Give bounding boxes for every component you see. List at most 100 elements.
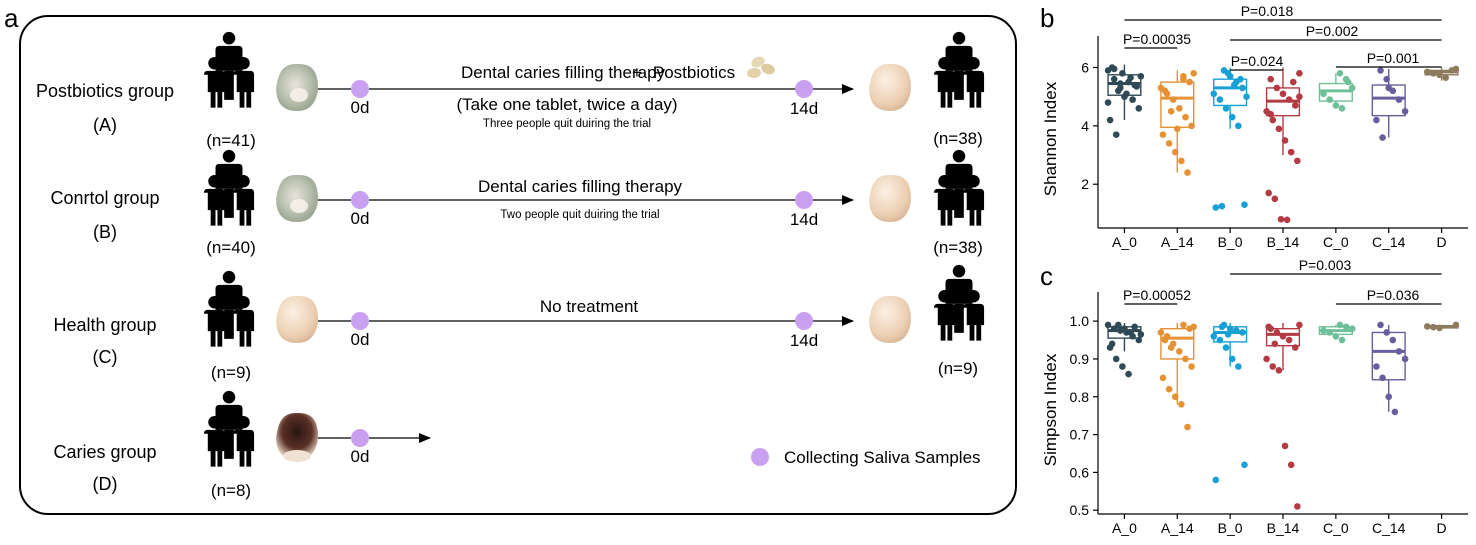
p-value-label: P=0.00035 xyxy=(1123,31,1191,47)
tooth-shape xyxy=(869,295,911,343)
data-point xyxy=(1135,105,1143,112)
group-code: (C) xyxy=(93,347,118,367)
data-point xyxy=(1218,323,1226,331)
group-code: (B) xyxy=(93,222,117,242)
data-point xyxy=(1289,78,1297,86)
tooth-icon xyxy=(276,295,318,343)
data-point xyxy=(1112,131,1120,138)
significance-bracket: P=0.036 xyxy=(1335,287,1442,305)
panel-letter: b xyxy=(1040,3,1054,33)
data-point xyxy=(1373,116,1380,124)
data-point xyxy=(1165,140,1173,147)
panel-letter: c xyxy=(1040,261,1053,291)
x-tick-label: C_0 xyxy=(1323,234,1349,250)
x-tick-label: B_14 xyxy=(1267,520,1300,536)
p-value-label: P=0.036 xyxy=(1367,287,1420,303)
data-point xyxy=(1161,336,1169,344)
dropout-note: Two people quit duiring the trial xyxy=(500,209,659,221)
data-point xyxy=(1377,67,1384,74)
data-point xyxy=(1182,355,1189,363)
data-point xyxy=(1114,321,1122,329)
p-value-label: P=0.002 xyxy=(1306,23,1359,39)
data-point xyxy=(1178,401,1185,408)
data-point xyxy=(1228,355,1236,363)
data-point xyxy=(1436,324,1443,332)
postbiotic-tablets-icon xyxy=(747,56,775,79)
data-point xyxy=(1131,323,1138,331)
data-point xyxy=(1383,75,1390,83)
day-0-label: 0d xyxy=(351,98,370,117)
day-0-label: 0d xyxy=(351,209,370,228)
data-point xyxy=(1285,96,1293,103)
data-point xyxy=(1165,385,1173,393)
day-0-label: 0d xyxy=(351,330,370,349)
x-tick-label: A_0 xyxy=(1112,520,1137,536)
data-point xyxy=(1241,461,1248,469)
sample-dot-0d xyxy=(351,312,369,330)
tooth-filling xyxy=(290,88,308,102)
group-row-d: Caries group(D)(n=8)0d xyxy=(53,429,431,500)
p-value-label: P=0.001 xyxy=(1367,50,1420,66)
data-point xyxy=(1342,323,1350,331)
data-point xyxy=(1269,363,1277,370)
group-code: (A) xyxy=(93,115,117,135)
sample-dot-14d xyxy=(795,312,813,330)
data-point xyxy=(1157,329,1165,336)
data-point xyxy=(1391,408,1399,416)
data-point xyxy=(1108,340,1116,348)
data-point xyxy=(1230,81,1238,89)
tablet xyxy=(747,67,761,79)
data-point xyxy=(1235,122,1242,130)
data-point xyxy=(1287,148,1295,156)
data-point xyxy=(1212,204,1220,211)
data-point xyxy=(1401,355,1409,363)
sample-dot-0d xyxy=(351,80,369,98)
treatment-label: Dental caries filling therapy xyxy=(461,63,666,82)
data-point xyxy=(1279,90,1287,98)
box-A_14 xyxy=(1160,70,1195,173)
tooth-shape xyxy=(276,174,318,222)
data-point xyxy=(1430,70,1437,77)
data-point xyxy=(1173,125,1181,133)
tablet xyxy=(761,63,775,75)
data-point xyxy=(1332,332,1340,340)
data-point xyxy=(1320,327,1327,334)
panel-letter-a: a xyxy=(4,3,19,33)
data-point xyxy=(1171,393,1179,401)
data-point xyxy=(1188,122,1195,130)
data-point xyxy=(1279,332,1287,340)
data-point xyxy=(1137,72,1145,80)
n-start: (n=40) xyxy=(206,238,256,257)
data-point xyxy=(1395,96,1403,103)
significance-bracket: P=0.002 xyxy=(1230,23,1442,41)
data-point xyxy=(1239,329,1246,336)
data-point xyxy=(1332,102,1340,109)
data-point xyxy=(1336,70,1344,77)
data-point xyxy=(1117,80,1124,87)
data-point xyxy=(1294,157,1301,165)
data-point xyxy=(1167,107,1175,115)
data-point xyxy=(1377,321,1384,329)
data-point xyxy=(1167,344,1175,351)
data-point xyxy=(1291,102,1299,109)
p-value-label: P=0.018 xyxy=(1241,3,1294,19)
significance-bracket: P=0.018 xyxy=(1124,3,1442,21)
data-point xyxy=(1423,323,1431,330)
data-point xyxy=(1184,423,1191,431)
y-axis-label: Simpson Index xyxy=(1041,353,1060,466)
data-point xyxy=(1190,70,1197,77)
significance-bracket: P=0.00052 xyxy=(1123,287,1191,305)
data-point xyxy=(1180,75,1187,83)
data-point xyxy=(1224,331,1232,338)
box-body xyxy=(1371,331,1406,381)
tooth-icon xyxy=(276,412,318,462)
data-point xyxy=(1110,65,1118,73)
y-axis-label: Shannon Index xyxy=(1041,81,1060,196)
n-end: (n=38) xyxy=(933,238,983,257)
data-point xyxy=(1186,78,1193,86)
significance-bracket: P=0.003 xyxy=(1230,257,1442,275)
data-point xyxy=(1159,131,1167,138)
data-point xyxy=(1326,329,1334,336)
people-group-icon xyxy=(933,264,985,341)
x-tick-label: C_0 xyxy=(1323,520,1349,536)
